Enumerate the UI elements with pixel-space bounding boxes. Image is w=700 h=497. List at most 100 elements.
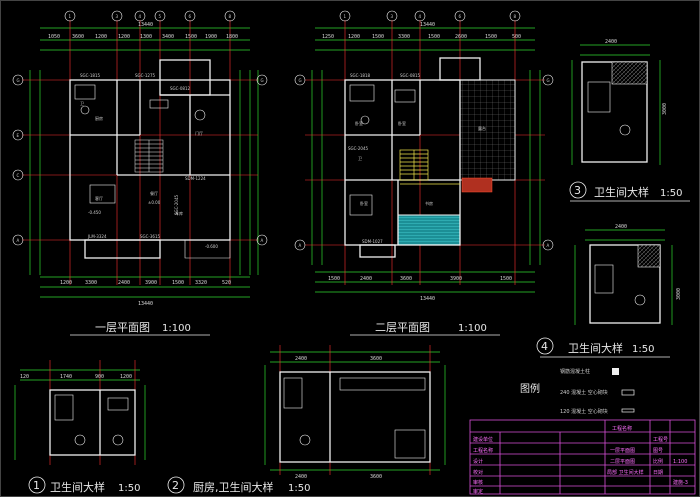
plan2-room-3: 卧室 xyxy=(360,200,368,206)
detail1-dim-2: 1740 xyxy=(60,374,72,380)
plan1: 客厅 餐厅 厨房 卫 门厅 车库 ±0.00 -0.450 -0.600 SGC… xyxy=(12,10,268,336)
detail3: 2400 3000 3 卫生间大样 1:50 xyxy=(569,39,690,202)
detail4-toilet xyxy=(634,294,646,306)
plan2-bottom-dims: 1500 2400 3600 3900 1500 xyxy=(328,276,512,282)
plan2-walls xyxy=(344,57,481,258)
axis-bubble: C xyxy=(17,173,20,178)
axis-bubble: A xyxy=(299,243,302,248)
detail2-dim-lines xyxy=(264,351,446,471)
tb-right-2: 图号 xyxy=(653,448,663,454)
legend-swatch-column xyxy=(612,368,619,375)
detail2-axes xyxy=(279,345,431,475)
plan1-bottom-dim: 520 xyxy=(222,280,231,286)
axis-bubble: A xyxy=(547,243,550,248)
plan1-elev-out: -0.450 xyxy=(88,210,101,215)
plan1-tag-3: SGC-0812 xyxy=(170,86,191,91)
plan2-fixtures xyxy=(349,84,416,216)
tb-drawing-1: 一层平面图 xyxy=(610,448,635,454)
detail3-scale: 1:50 xyxy=(660,188,682,199)
tb-row-1: 建设单位 xyxy=(473,436,493,443)
plan1-bottom-total: 13440 xyxy=(138,301,153,307)
detail1-number: 1 xyxy=(33,479,40,492)
axis-bubble: 1 xyxy=(344,14,347,19)
plan2-top-dim: 1500 xyxy=(485,34,497,40)
detail4-scale: 1:50 xyxy=(632,344,654,355)
detail4-tub xyxy=(594,264,614,294)
legend-swatch-240 xyxy=(621,389,635,396)
plan1-bottom-dim: 3300 xyxy=(85,280,97,286)
detail1-toilet-2 xyxy=(112,434,124,446)
tb-row-3: 设计 xyxy=(473,458,483,465)
detail1-dim-3: 900 xyxy=(95,374,104,380)
detail2-dim-3: 3600 xyxy=(370,474,382,480)
plan1-top-dim: 1800 xyxy=(226,34,238,40)
axis-bubble: A xyxy=(17,238,20,243)
axis-bubble: 8 xyxy=(229,14,232,19)
detail2-sink xyxy=(394,429,426,459)
axis-bubble: G xyxy=(299,78,302,83)
plan1-bottom-dim: 3320 xyxy=(195,280,207,286)
axis-bubble: G xyxy=(17,78,20,83)
detail1-dim-1: 120 xyxy=(20,374,29,380)
detail2-scale: 1:50 xyxy=(288,483,310,494)
plan1-top-dims: 1050 3600 1200 1200 1300 3400 1500 1900 … xyxy=(48,34,238,40)
plan1-elev-main: ±0.00 xyxy=(148,200,161,205)
plan1-room-5: 门厅 xyxy=(195,130,203,136)
plan1-walls xyxy=(69,59,231,259)
detail3-number: 3 xyxy=(574,184,581,197)
legend-title: 图例 xyxy=(520,382,540,395)
tb-scale-val: 1:100 xyxy=(673,459,687,465)
tb-row-5: 审核 xyxy=(473,479,483,486)
axis-bubble: 4 xyxy=(139,14,142,19)
axis-bubble: G xyxy=(547,78,550,83)
plan2-stairs xyxy=(399,149,460,185)
plan2-dimension-lines xyxy=(311,27,541,293)
plan2-top-dim: 1200 xyxy=(348,34,360,40)
title-block-frame xyxy=(469,419,696,495)
plan2-bottom-dim: 3900 xyxy=(450,276,462,282)
legend-item-1: 钢筋混凝土柱 xyxy=(560,368,590,375)
plan1-bottom-dim: 2400 xyxy=(118,280,130,286)
detail1-toilet xyxy=(74,434,86,446)
axis-bubble: 5 xyxy=(159,14,162,19)
plan1-bottom-dims: 1200 3300 2400 3900 1500 3320 520 xyxy=(60,280,231,286)
plan2-tag-2: SGC-0815 xyxy=(400,73,421,78)
plan1-room-4: 卫 xyxy=(80,101,84,106)
plan2-pool xyxy=(397,214,461,246)
detail3-dim-1: 2400 xyxy=(605,39,617,45)
detail2-counter xyxy=(339,377,426,391)
axis-bubble: 6 xyxy=(459,14,462,19)
axis-bubble: G xyxy=(261,78,264,83)
tb-project: 工程名称 xyxy=(612,425,632,432)
detail2-number: 2 xyxy=(172,479,179,492)
axis-bubble: 3 xyxy=(116,14,119,19)
plan2-top-dim: 1250 xyxy=(322,34,334,40)
detail1-dim-lines xyxy=(14,369,146,460)
plan1-bottom-dim: 3900 xyxy=(145,280,157,286)
plan2-bottom-total: 13440 xyxy=(420,296,435,302)
plan1-room-2: 餐厅 xyxy=(150,190,158,196)
tb-drawing-3: 局部 卫生间大样 xyxy=(607,469,644,476)
plan1-top-dim: 1900 xyxy=(205,34,217,40)
axis-bubble: 4 xyxy=(419,14,422,19)
axis-bubble: E xyxy=(17,133,20,138)
plan2-scale: 1:100 xyxy=(458,323,487,334)
tb-drawing-2: 二层平面图 xyxy=(610,459,635,465)
plan1-entrance xyxy=(184,240,231,259)
detail3-hatched xyxy=(611,61,648,85)
detail3-title: 卫生间大样 xyxy=(594,185,649,199)
detail1-basin xyxy=(107,397,129,411)
plan1-top-dim: 1200 xyxy=(118,34,130,40)
plan2-room-4: 书房 xyxy=(425,200,433,206)
tb-row-6: 审定 xyxy=(473,488,483,495)
plan2-room-6: 露台 xyxy=(478,125,486,131)
plan2-tag-1: SGC-1818 xyxy=(350,73,371,78)
plan1-bottom-dim: 1200 xyxy=(60,280,72,286)
tb-row-4: 校对 xyxy=(473,469,483,476)
detail4-dim-1: 2400 xyxy=(615,224,627,230)
plan1-top-dim: 1200 xyxy=(95,34,107,40)
plan1-bottom-dim: 1500 xyxy=(172,280,184,286)
detail4-dim-lines xyxy=(574,229,673,325)
detail4-number: 4 xyxy=(541,340,548,353)
